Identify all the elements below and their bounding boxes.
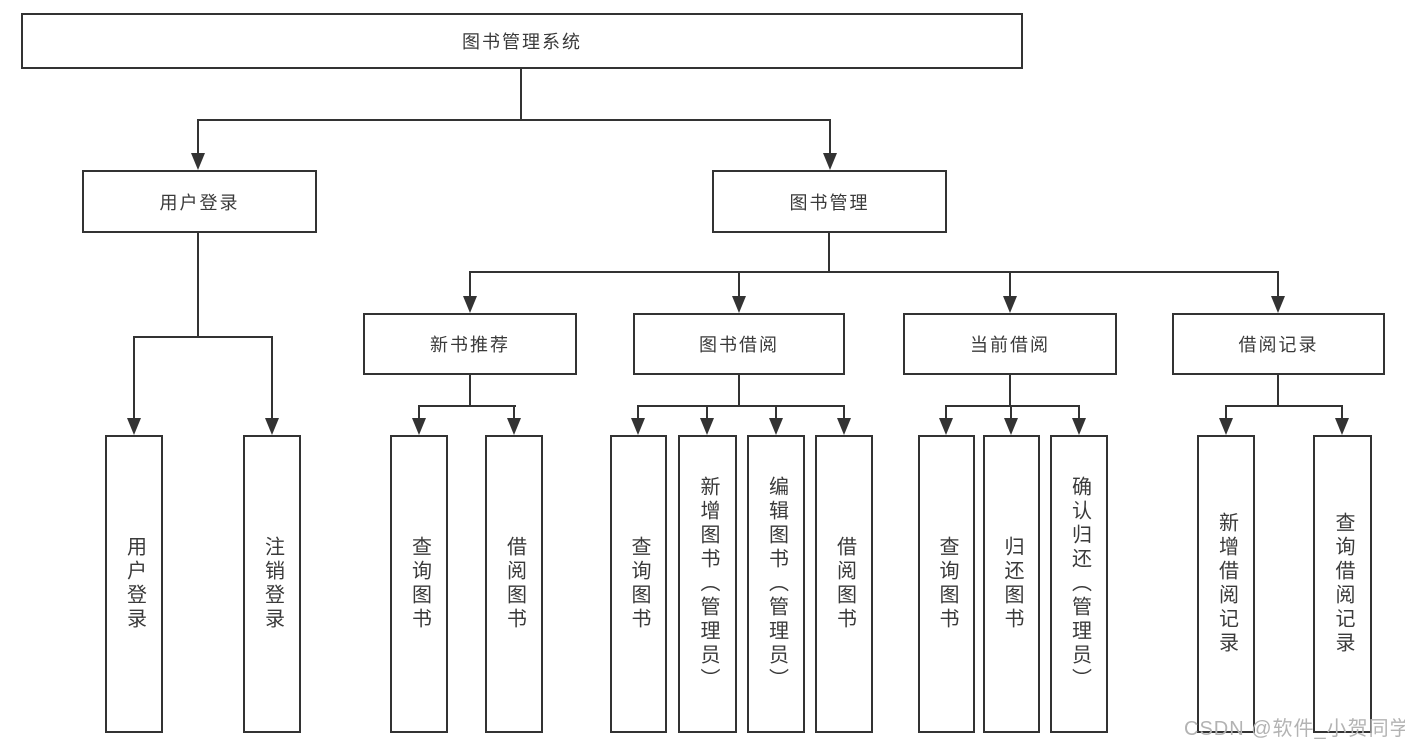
leaf-user-login: 用户登录 — [105, 435, 163, 733]
leaf-edit-book-admin: 编辑图书（管理员） — [747, 435, 805, 733]
leaf-logout-label: 注销登录 — [261, 536, 284, 632]
tree-line — [829, 119, 831, 154]
csdn-watermark: CSDN @软件_小贺同学 — [1184, 718, 1405, 740]
node-root-system: 图书管理系统 — [21, 13, 1023, 69]
tree-line — [738, 271, 740, 297]
leaf-borrow-books-label: 借阅图书 — [833, 536, 856, 632]
tree-line — [1225, 405, 1342, 407]
leaf-borrow-books-recommend-label: 借阅图书 — [503, 536, 526, 632]
arrowhead-icon — [769, 418, 783, 435]
arrowhead-icon — [412, 418, 426, 435]
arrowhead-icon — [265, 418, 279, 435]
leaf-edit-book-admin-label: 编辑图书（管理员） — [765, 476, 788, 692]
leaf-add-borrow-record-label: 新增借阅记录 — [1215, 512, 1238, 656]
leaf-query-books-recommend: 查询图书 — [390, 435, 448, 733]
leaf-add-book-admin: 新增图书（管理员） — [678, 435, 737, 733]
leaf-query-books-current: 查询图书 — [918, 435, 975, 733]
node-new-book-recommend: 新书推荐 — [363, 313, 577, 375]
arrowhead-icon — [1003, 296, 1017, 313]
arrowhead-icon — [463, 296, 477, 313]
arrowhead-icon — [127, 418, 141, 435]
leaf-add-book-admin-label: 新增图书（管理员） — [697, 476, 719, 692]
node-current-borrow: 当前借阅 — [903, 313, 1117, 375]
leaf-return-books: 归还图书 — [983, 435, 1040, 733]
arrowhead-icon — [1271, 296, 1285, 313]
tree-line — [637, 405, 639, 419]
tree-line — [513, 405, 515, 419]
tree-line — [738, 375, 740, 405]
leaf-add-borrow-record: 新增借阅记录 — [1197, 435, 1255, 733]
node-book-management: 图书管理 — [712, 170, 947, 233]
arrowhead-icon — [837, 418, 851, 435]
tree-line — [1078, 405, 1080, 419]
leaf-query-books-recommend-label: 查询图书 — [408, 536, 431, 632]
leaf-query-borrow-record-label: 查询借阅记录 — [1332, 512, 1354, 656]
tree-line — [197, 233, 199, 336]
tree-line — [1225, 405, 1227, 419]
tree-line — [469, 375, 471, 405]
node-borrow-records: 借阅记录 — [1172, 313, 1385, 375]
tree-line — [775, 405, 777, 419]
arrowhead-icon — [1072, 418, 1086, 435]
tree-line — [706, 405, 708, 419]
tree-line — [133, 336, 135, 419]
arrowhead-icon — [823, 153, 837, 170]
tree-line — [1010, 405, 1012, 419]
leaf-borrow-books-recommend: 借阅图书 — [485, 435, 543, 733]
arrowhead-icon — [1335, 418, 1349, 435]
leaf-query-books-current-label: 查询图书 — [936, 536, 958, 632]
arrowhead-icon — [631, 418, 645, 435]
leaf-confirm-return-admin: 确认归还（管理员） — [1050, 435, 1108, 733]
node-user-login: 用户登录 — [82, 170, 317, 233]
leaf-confirm-return-admin-label: 确认归还（管理员） — [1068, 476, 1091, 692]
tree-line — [843, 405, 845, 419]
tree-line — [1277, 271, 1279, 297]
tree-line — [133, 336, 273, 338]
leaf-return-books-label: 归还图书 — [1001, 536, 1023, 632]
arrowhead-icon — [939, 418, 953, 435]
tree-line — [1277, 375, 1279, 405]
leaf-query-borrow-record: 查询借阅记录 — [1313, 435, 1372, 733]
tree-line — [520, 69, 522, 119]
arrowhead-icon — [507, 418, 521, 435]
tree-line — [197, 119, 199, 154]
arrowhead-icon — [1219, 418, 1233, 435]
arrowhead-icon — [700, 418, 714, 435]
leaf-query-books-borrow: 查询图书 — [610, 435, 667, 733]
arrowhead-icon — [1004, 418, 1018, 435]
arrowhead-icon — [191, 153, 205, 170]
leaf-query-books-borrow-label: 查询图书 — [628, 536, 650, 632]
tree-line — [1009, 271, 1011, 297]
tree-line — [1341, 405, 1343, 419]
tree-line — [418, 405, 420, 419]
tree-line — [637, 405, 844, 407]
tree-line — [197, 119, 831, 121]
tree-line — [418, 405, 516, 407]
leaf-borrow-books: 借阅图书 — [815, 435, 873, 733]
node-book-borrow: 图书借阅 — [633, 313, 845, 375]
tree-line — [828, 233, 830, 273]
tree-line — [945, 405, 947, 419]
tree-line — [469, 271, 471, 297]
tree-line — [945, 405, 1079, 407]
tree-line — [271, 336, 273, 419]
tree-line — [469, 271, 1279, 273]
leaf-logout: 注销登录 — [243, 435, 301, 733]
tree-line — [1009, 375, 1011, 405]
leaf-user-login-label: 用户登录 — [123, 536, 146, 632]
arrowhead-icon — [732, 296, 746, 313]
